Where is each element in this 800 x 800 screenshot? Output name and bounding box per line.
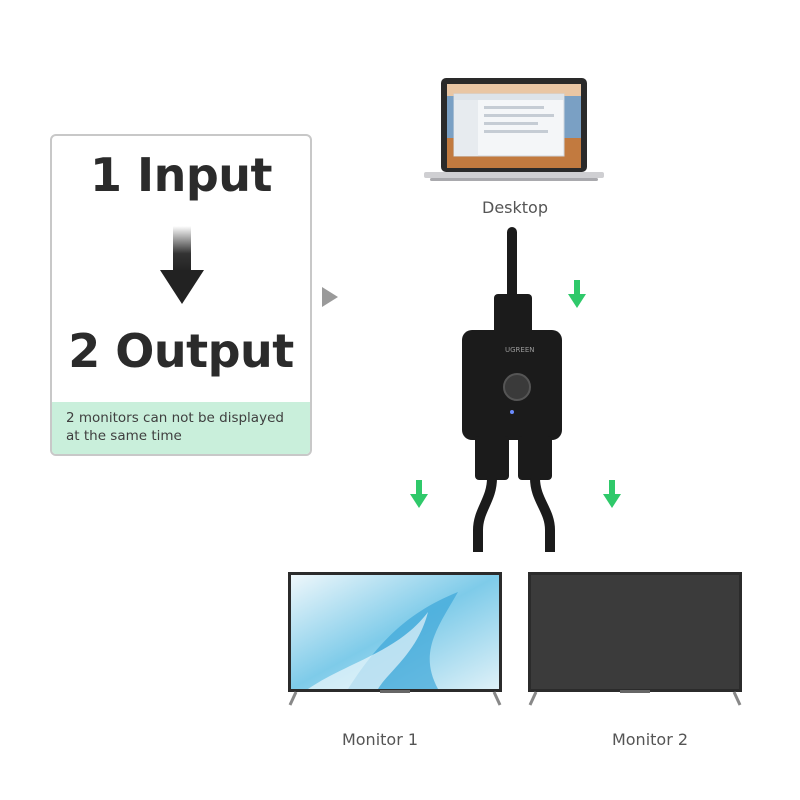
desktop-label: Desktop bbox=[482, 198, 548, 217]
down-arrow-icon bbox=[160, 226, 204, 304]
monitor-1-image bbox=[288, 572, 502, 706]
laptop-image bbox=[424, 78, 604, 181]
monitor-1-label: Monitor 1 bbox=[341, 730, 419, 749]
note-banner: 2 monitors can not be displayed at the s… bbox=[52, 402, 310, 454]
green-down-arrow-icon bbox=[603, 480, 621, 508]
green-down-arrow-icon bbox=[410, 480, 428, 508]
pointer-triangle-icon bbox=[322, 287, 338, 307]
output-count-title: 2 Output bbox=[68, 324, 294, 378]
input-count-title: 1 Input bbox=[89, 148, 273, 202]
monitor-2-image bbox=[528, 572, 742, 706]
switch-brand-text: UGREEN bbox=[505, 346, 535, 354]
green-down-arrow-icon bbox=[568, 280, 586, 308]
info-panel: 1 Input 2 Output 2 monitors can not be d… bbox=[50, 134, 312, 456]
monitor-2-label: Monitor 2 bbox=[611, 730, 689, 749]
